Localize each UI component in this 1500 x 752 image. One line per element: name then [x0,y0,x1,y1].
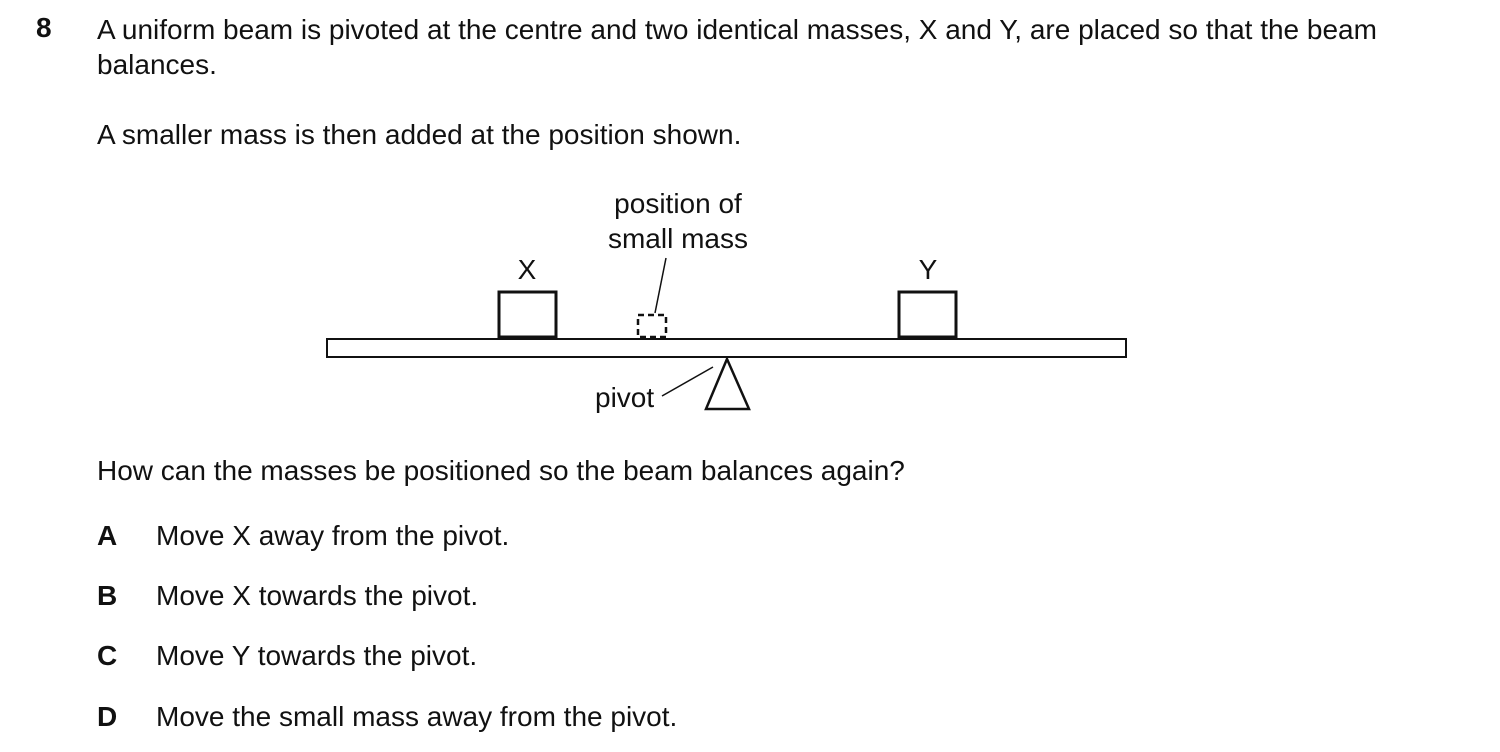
pivot-label: pivot [595,382,654,413]
option-c[interactable]: C Move Y towards the pivot. [97,638,997,673]
mass-y-label: Y [919,254,938,285]
option-letter: B [97,580,118,611]
question-stem-second-paragraph: A smaller mass is then added at the posi… [97,119,742,150]
beam [326,338,1127,358]
option-letter: C [97,640,118,671]
option-text: Move the small mass away from the pivot. [156,701,678,732]
small-mass-label-line1: position of [614,188,742,219]
mass-y [897,290,958,339]
option-a[interactable]: A Move X away from the pivot. [97,518,997,553]
small-mass-leader-line [654,257,667,314]
question-number: 8 [36,12,52,43]
option-letter: D [97,701,118,732]
pivot-triangle [704,355,751,411]
option-text: Move X towards the pivot. [156,580,479,611]
option-text: Move X away from the pivot. [156,520,510,551]
option-d[interactable]: D Move the small mass away from the pivo… [97,699,997,734]
small-mass-label-line2: small mass [608,223,748,254]
pivot-leader-line [661,366,714,397]
small-mass-position [636,313,668,339]
question-prompt: How can the masses be positioned so the … [97,455,905,486]
option-text: Move Y towards the pivot. [156,640,478,671]
option-letter: A [97,520,118,551]
mass-x [497,290,558,339]
question-stem: A uniform beam is pivoted at the centre … [97,14,1377,80]
mass-x-label: X [518,254,537,285]
option-b[interactable]: B Move X towards the pivot. [97,578,997,613]
